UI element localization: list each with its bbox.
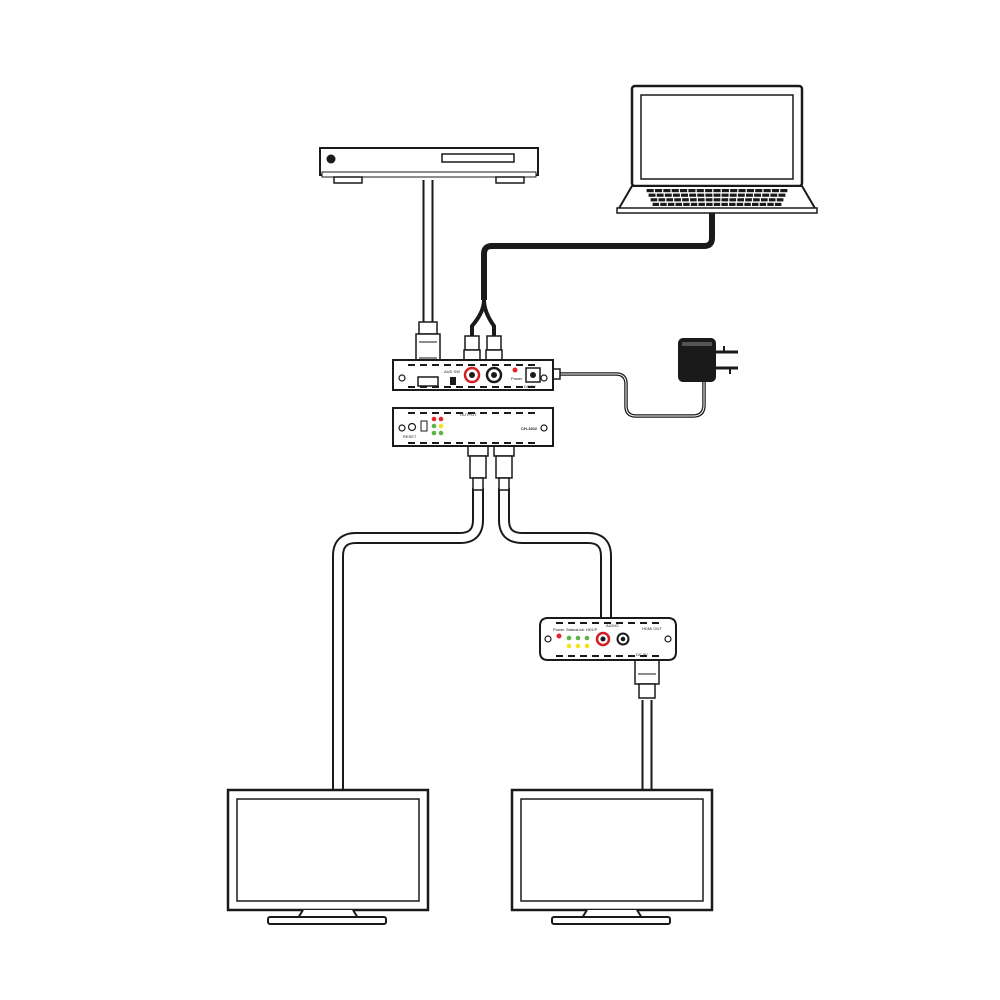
monitor-right xyxy=(510,788,714,925)
media-player-icon xyxy=(319,147,539,184)
model-label: CH-1602 xyxy=(521,426,538,431)
output-label: OUTPUT xyxy=(460,412,477,417)
audio-switch-label: AUD SW xyxy=(444,369,460,374)
receiver-dc-label: DC 5V xyxy=(636,652,648,657)
monitor-left xyxy=(226,788,430,925)
coax-cable-left xyxy=(332,488,484,790)
laptop-keyboard xyxy=(646,189,788,206)
audio-cable-laptop xyxy=(463,210,715,363)
transmitter-unit-bottom: RESET CH-1602 OUTPUT xyxy=(392,407,554,447)
receiver-link-label: Link xyxy=(577,627,584,632)
power-label: Power xyxy=(511,376,523,381)
hdmi-cable-source xyxy=(415,180,441,381)
transmitter-unit-top: AUD SW Power DC 5V xyxy=(392,359,554,391)
receiver-power-label: Power xyxy=(553,627,565,632)
laptop-icon xyxy=(616,84,818,214)
receiver-out-label: HDMI OUT xyxy=(642,626,662,631)
monitor-icon xyxy=(510,788,714,925)
coax-cable-right xyxy=(498,488,612,620)
power-led xyxy=(512,367,518,373)
receiver-audio-label: AUDIO xyxy=(606,623,619,628)
receiver-hdcp-label: HDCP xyxy=(586,627,598,632)
power-cable xyxy=(530,368,706,418)
receiver-status-label: Status xyxy=(566,627,577,632)
power-adapter-icon xyxy=(678,338,738,382)
receiver-unit: Power Status Link HDCP AUDIO HDMI OUT DC… xyxy=(539,617,677,661)
audio-switch[interactable] xyxy=(450,377,456,385)
dip-switch[interactable] xyxy=(420,420,428,432)
reset-button[interactable] xyxy=(407,422,417,432)
reset-label: RESET xyxy=(403,434,417,439)
monitor-icon xyxy=(226,788,430,925)
